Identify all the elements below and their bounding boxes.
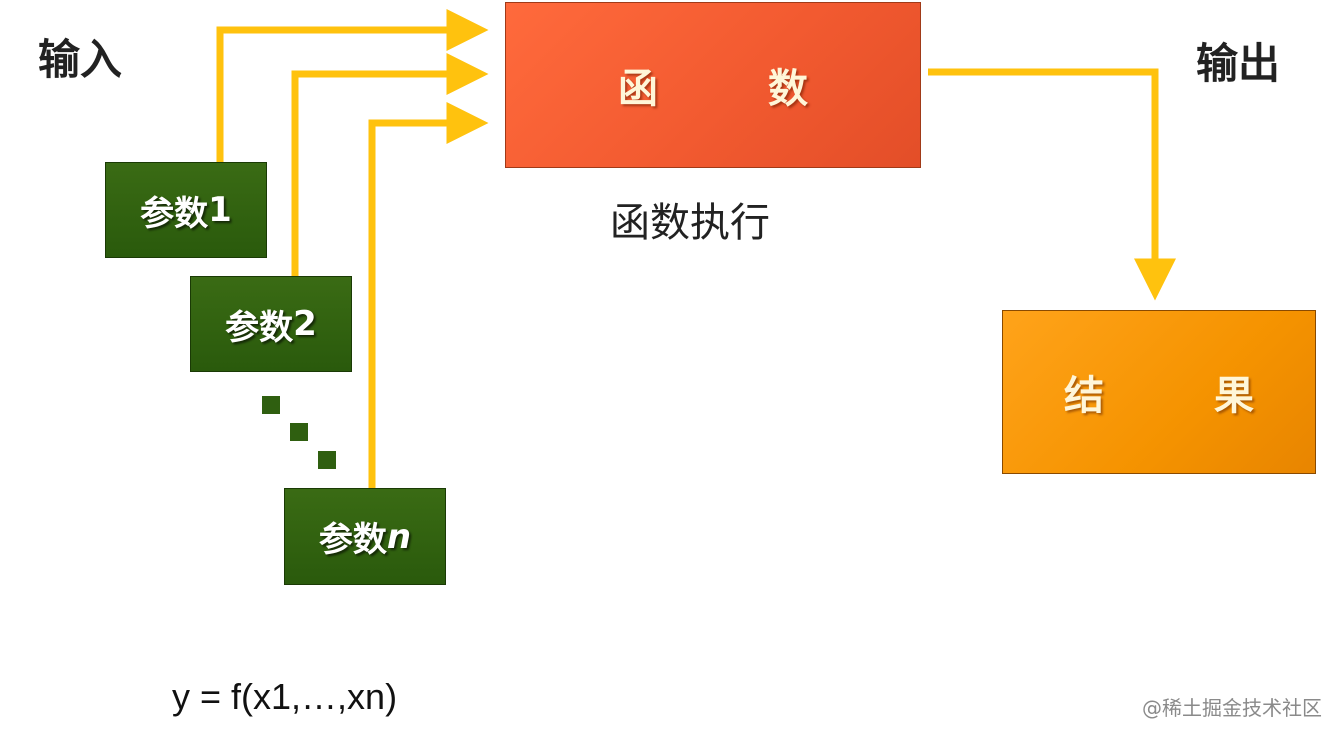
param-1-label: 参数 <box>140 193 209 234</box>
watermark: @稀土掘金技术社区 <box>1142 696 1322 720</box>
param-n-index: n <box>386 516 412 557</box>
function-box: 函 数 <box>505 2 921 168</box>
param-2-index: 2 <box>293 304 317 344</box>
execution-label: 函数执行 <box>610 200 770 246</box>
result-box-label: 结 果 <box>1064 373 1302 419</box>
ellipsis-dot-3 <box>318 451 336 469</box>
input-label: 输入 <box>38 35 123 84</box>
arrow-function-to-result <box>928 68 1176 301</box>
param-n-label: 参数 <box>318 520 387 560</box>
arrow-param1-to-function <box>216 9 489 162</box>
arrow-paramn-to-function <box>368 102 489 488</box>
ellipsis-dot-2 <box>290 423 308 441</box>
param-2-label: 参数 <box>225 307 294 348</box>
output-label: 输出 <box>1196 39 1281 88</box>
param-1-index: 1 <box>208 190 232 230</box>
ellipsis-dot-1 <box>262 396 280 414</box>
arrow-param2-to-function <box>291 53 489 276</box>
formula-text: y = f(x1,…,xn) <box>172 676 398 717</box>
function-box-label: 函 数 <box>618 66 856 112</box>
result-box: 结 果 <box>1002 310 1316 474</box>
